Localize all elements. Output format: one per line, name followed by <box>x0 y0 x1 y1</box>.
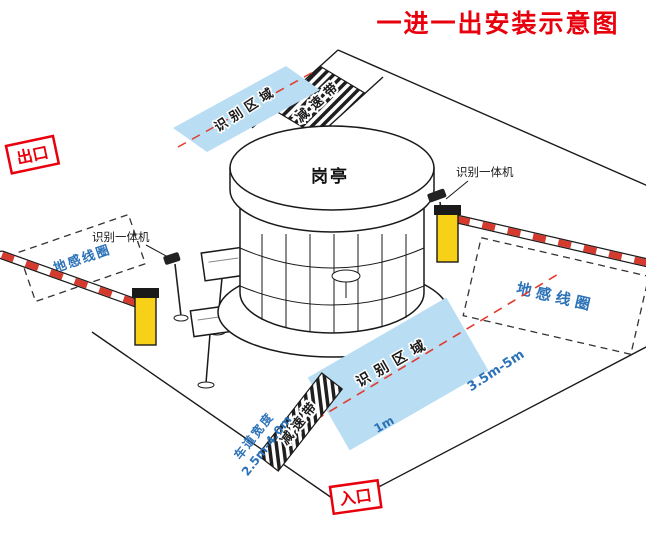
booth-roof-top <box>229 125 435 211</box>
exit-barrier-post <box>134 294 157 346</box>
guard-booth: 岗亭 <box>217 125 449 358</box>
entry-ground-coil-label: 地感线圈 <box>515 279 597 315</box>
entry-recognition-area: 识别区域 1m 3.5m-5m <box>301 272 561 451</box>
entry-barrier-post <box>436 211 459 263</box>
exit-camera-leader-line <box>145 244 169 258</box>
exit-camera-label: 识别一体机 <box>92 230 150 244</box>
site-edge-bottom-left <box>91 331 333 499</box>
page-title: 一进一出安装示意图 <box>376 9 619 38</box>
entry-camera-leader-line <box>445 180 469 200</box>
entry-camera-icon <box>427 188 447 203</box>
exit-barrier-post-cap <box>132 288 159 298</box>
exit-barrier <box>0 250 159 346</box>
entry-barrier-arm-stripes <box>456 215 646 266</box>
site-outline <box>91 49 646 504</box>
entry-camera-label: 识别一体机 <box>456 165 514 179</box>
booth-interior-table <box>331 269 361 283</box>
site-edge-bottom-right <box>347 346 646 504</box>
booth-window-pillars <box>261 234 407 333</box>
entry-barrier-post-cap <box>434 205 461 215</box>
site-edge-top-right <box>337 49 646 186</box>
entry-ground-coil-outline <box>462 236 646 356</box>
sign-board-line <box>208 257 239 263</box>
entrance-sign: 入口 <box>328 478 383 516</box>
entry-speed-bump-stripes <box>256 372 344 472</box>
entry-barrier <box>434 205 646 268</box>
exit-sign-box <box>4 134 61 175</box>
sign-base <box>197 381 215 389</box>
exit-camera: 识别一体机 <box>92 230 189 322</box>
exit-camera-icon <box>163 252 181 265</box>
exit-lane-centerline <box>177 70 316 148</box>
exit-camera-base <box>173 314 189 322</box>
exit-sign: 出口 <box>4 134 61 175</box>
sign-pole <box>205 333 211 384</box>
booth-label: 岗亭 <box>311 166 349 187</box>
entrance-sign-label: 入口 <box>338 485 372 508</box>
exit-camera-pole <box>174 263 182 317</box>
entry-lane-centerline <box>301 272 561 429</box>
exit-barrier-arm <box>0 251 140 307</box>
entry-recognition-zone <box>307 297 489 451</box>
entrance-sign-box <box>328 478 383 516</box>
exit-recognition-zone <box>173 66 320 152</box>
exit-ground-coil-label: 地感线圈 <box>51 242 113 277</box>
